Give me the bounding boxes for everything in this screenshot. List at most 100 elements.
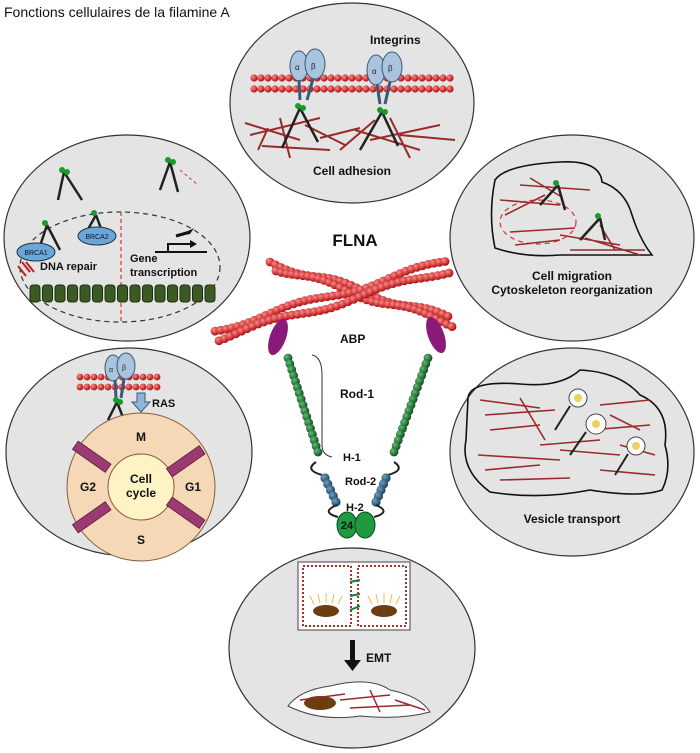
rod1-right <box>389 353 433 457</box>
svg-text:β: β <box>388 64 393 73</box>
actin-bead <box>443 311 453 321</box>
rod1-label: Rod-1 <box>340 387 374 401</box>
membrane-bead <box>76 373 84 381</box>
membrane-bead <box>404 85 412 93</box>
membrane-bead <box>341 85 349 93</box>
dna-segment <box>192 284 203 303</box>
dna-segment <box>67 284 78 303</box>
svg-text:α: α <box>109 367 113 374</box>
svg-text:BRCA1: BRCA1 <box>24 250 47 257</box>
hinge1 <box>310 461 400 476</box>
rod1-bracket <box>311 354 333 458</box>
rod2-right <box>371 473 391 507</box>
rod2-bead <box>371 497 381 507</box>
svg-text:α: α <box>295 63 300 72</box>
membrane-bead <box>390 85 398 93</box>
flna-label: FLNA <box>332 231 377 250</box>
membrane-bead <box>418 85 426 93</box>
membrane-bead <box>432 74 440 82</box>
membrane-bead <box>271 85 279 93</box>
membrane-bead <box>97 373 105 381</box>
membrane-bead <box>146 373 154 381</box>
panel-nuclear <box>3 134 251 342</box>
membrane-bead <box>257 85 265 93</box>
dna-segment <box>129 284 141 303</box>
membrane-bead <box>411 74 419 82</box>
dna-segment <box>167 284 178 303</box>
membrane-bead <box>264 85 272 93</box>
abp-domain-right <box>426 316 446 354</box>
gene-label: Gene <box>130 253 158 265</box>
actin-bead <box>440 257 450 266</box>
membrane-bead <box>348 74 356 82</box>
membrane-bead <box>404 74 412 82</box>
integrin-cycle: α β <box>104 352 136 399</box>
phase-s-label: S <box>137 533 145 547</box>
dna-strand <box>29 284 216 303</box>
membrane-bead <box>362 85 370 93</box>
svg-text:β: β <box>311 62 316 71</box>
membrane-bead <box>327 85 335 93</box>
flna-mini-adhesion <box>280 107 400 151</box>
figure-title: Fonctions cellulaires de la filamine A <box>4 4 230 20</box>
rod2-bead <box>331 497 341 507</box>
membrane-bead <box>341 74 349 82</box>
dna-segment <box>142 284 153 303</box>
membrane-bead <box>334 85 342 93</box>
dna-segment <box>154 284 166 303</box>
dna-damage-marks <box>17 261 35 277</box>
dna-segment <box>54 284 66 303</box>
actin-mesh-top <box>244 117 456 159</box>
membrane-bead <box>425 74 433 82</box>
h2-label: H-2 <box>346 502 364 514</box>
vesicle-transport-label: Vesicle transport <box>524 512 621 526</box>
membrane-bead <box>278 85 286 93</box>
membrane-bead <box>250 74 258 82</box>
membrane-bead <box>369 85 377 93</box>
membrane-bead <box>132 383 140 391</box>
membrane-bead <box>250 85 258 93</box>
membrane-bead <box>285 74 293 82</box>
membrane-bead <box>146 383 154 391</box>
domain-24-label: 24 <box>341 520 354 532</box>
dna-segment <box>204 284 216 303</box>
membrane-bead <box>411 85 419 93</box>
dna-segment <box>42 284 53 303</box>
membrane-bead <box>125 383 133 391</box>
membrane-bead <box>355 74 363 82</box>
nucleus-outline <box>19 211 221 323</box>
membrane-bead <box>83 373 91 381</box>
membrane-bead <box>439 85 447 93</box>
rod1-left <box>283 353 323 457</box>
phase-g2-label: G2 <box>80 480 96 494</box>
membrane-bead <box>313 85 321 93</box>
membrane-bead <box>257 74 265 82</box>
dna-segment <box>79 284 91 303</box>
membrane-bead <box>285 85 293 93</box>
membrane-bead <box>439 74 447 82</box>
dna-repair-label: DNA repair <box>40 261 98 273</box>
membrane-bead <box>97 383 105 391</box>
cycle-center-line1: Cell <box>130 472 152 486</box>
membrane-bead <box>132 373 140 381</box>
panel-cell-migration <box>449 134 695 342</box>
membrane-bead <box>76 383 84 391</box>
h1-label: H-1 <box>343 452 361 464</box>
cytoskeleton-label: Cytoskeleton reorganization <box>491 283 652 297</box>
rod1-bead <box>313 447 323 457</box>
vesicle-cell-outline <box>464 369 669 497</box>
phase-g1-label: G1 <box>185 480 201 494</box>
actin-bead <box>444 268 454 278</box>
membrane-bead <box>153 373 161 381</box>
hinge2 <box>327 504 385 518</box>
dna-segment <box>92 284 103 303</box>
membrane-bead <box>299 85 307 93</box>
vesicle-2 <box>585 413 607 435</box>
membrane-bead <box>153 383 161 391</box>
brca2-protein: BRCA2 <box>77 226 117 246</box>
dna-segment <box>29 284 41 303</box>
svg-text:α: α <box>372 67 377 76</box>
membrane-bead <box>292 85 300 93</box>
